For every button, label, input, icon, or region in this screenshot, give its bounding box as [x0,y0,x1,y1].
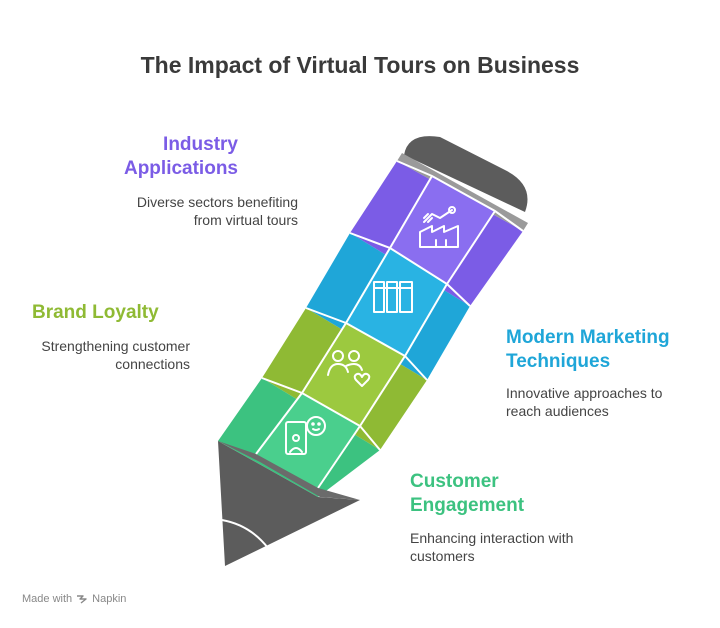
people-heart-icon [327,350,371,387]
modern-marketing-label: Modern Marketing Techniques [506,327,670,372]
customer-engagement-desc: Enhancing interaction with customers [410,530,574,564]
pencil-eraser [404,136,528,212]
made-with-napkin-footer[interactable]: Made with Napkin [22,593,127,605]
diagram-title: The Impact of Virtual Tours on Business [140,52,580,78]
industry-applications-label: Industry Applications [123,134,238,179]
factory-robot-arm-icon [419,206,459,248]
modern-marketing-desc: Innovative approaches to reach audiences [506,385,663,419]
customer-engagement-label: Customer Engagement [410,471,525,516]
brand-loyalty-label: Brand Loyalty [32,302,159,323]
napkin-logo-icon [77,595,87,604]
brand-loyalty-desc: Strengthening customer connections [41,338,190,372]
industry-applications-desc: Diverse sectors benefiting from virtual … [136,194,298,228]
book-columns-icon [373,281,413,313]
person-chat-icon [285,416,326,455]
segment-loyalty-face [302,323,405,426]
